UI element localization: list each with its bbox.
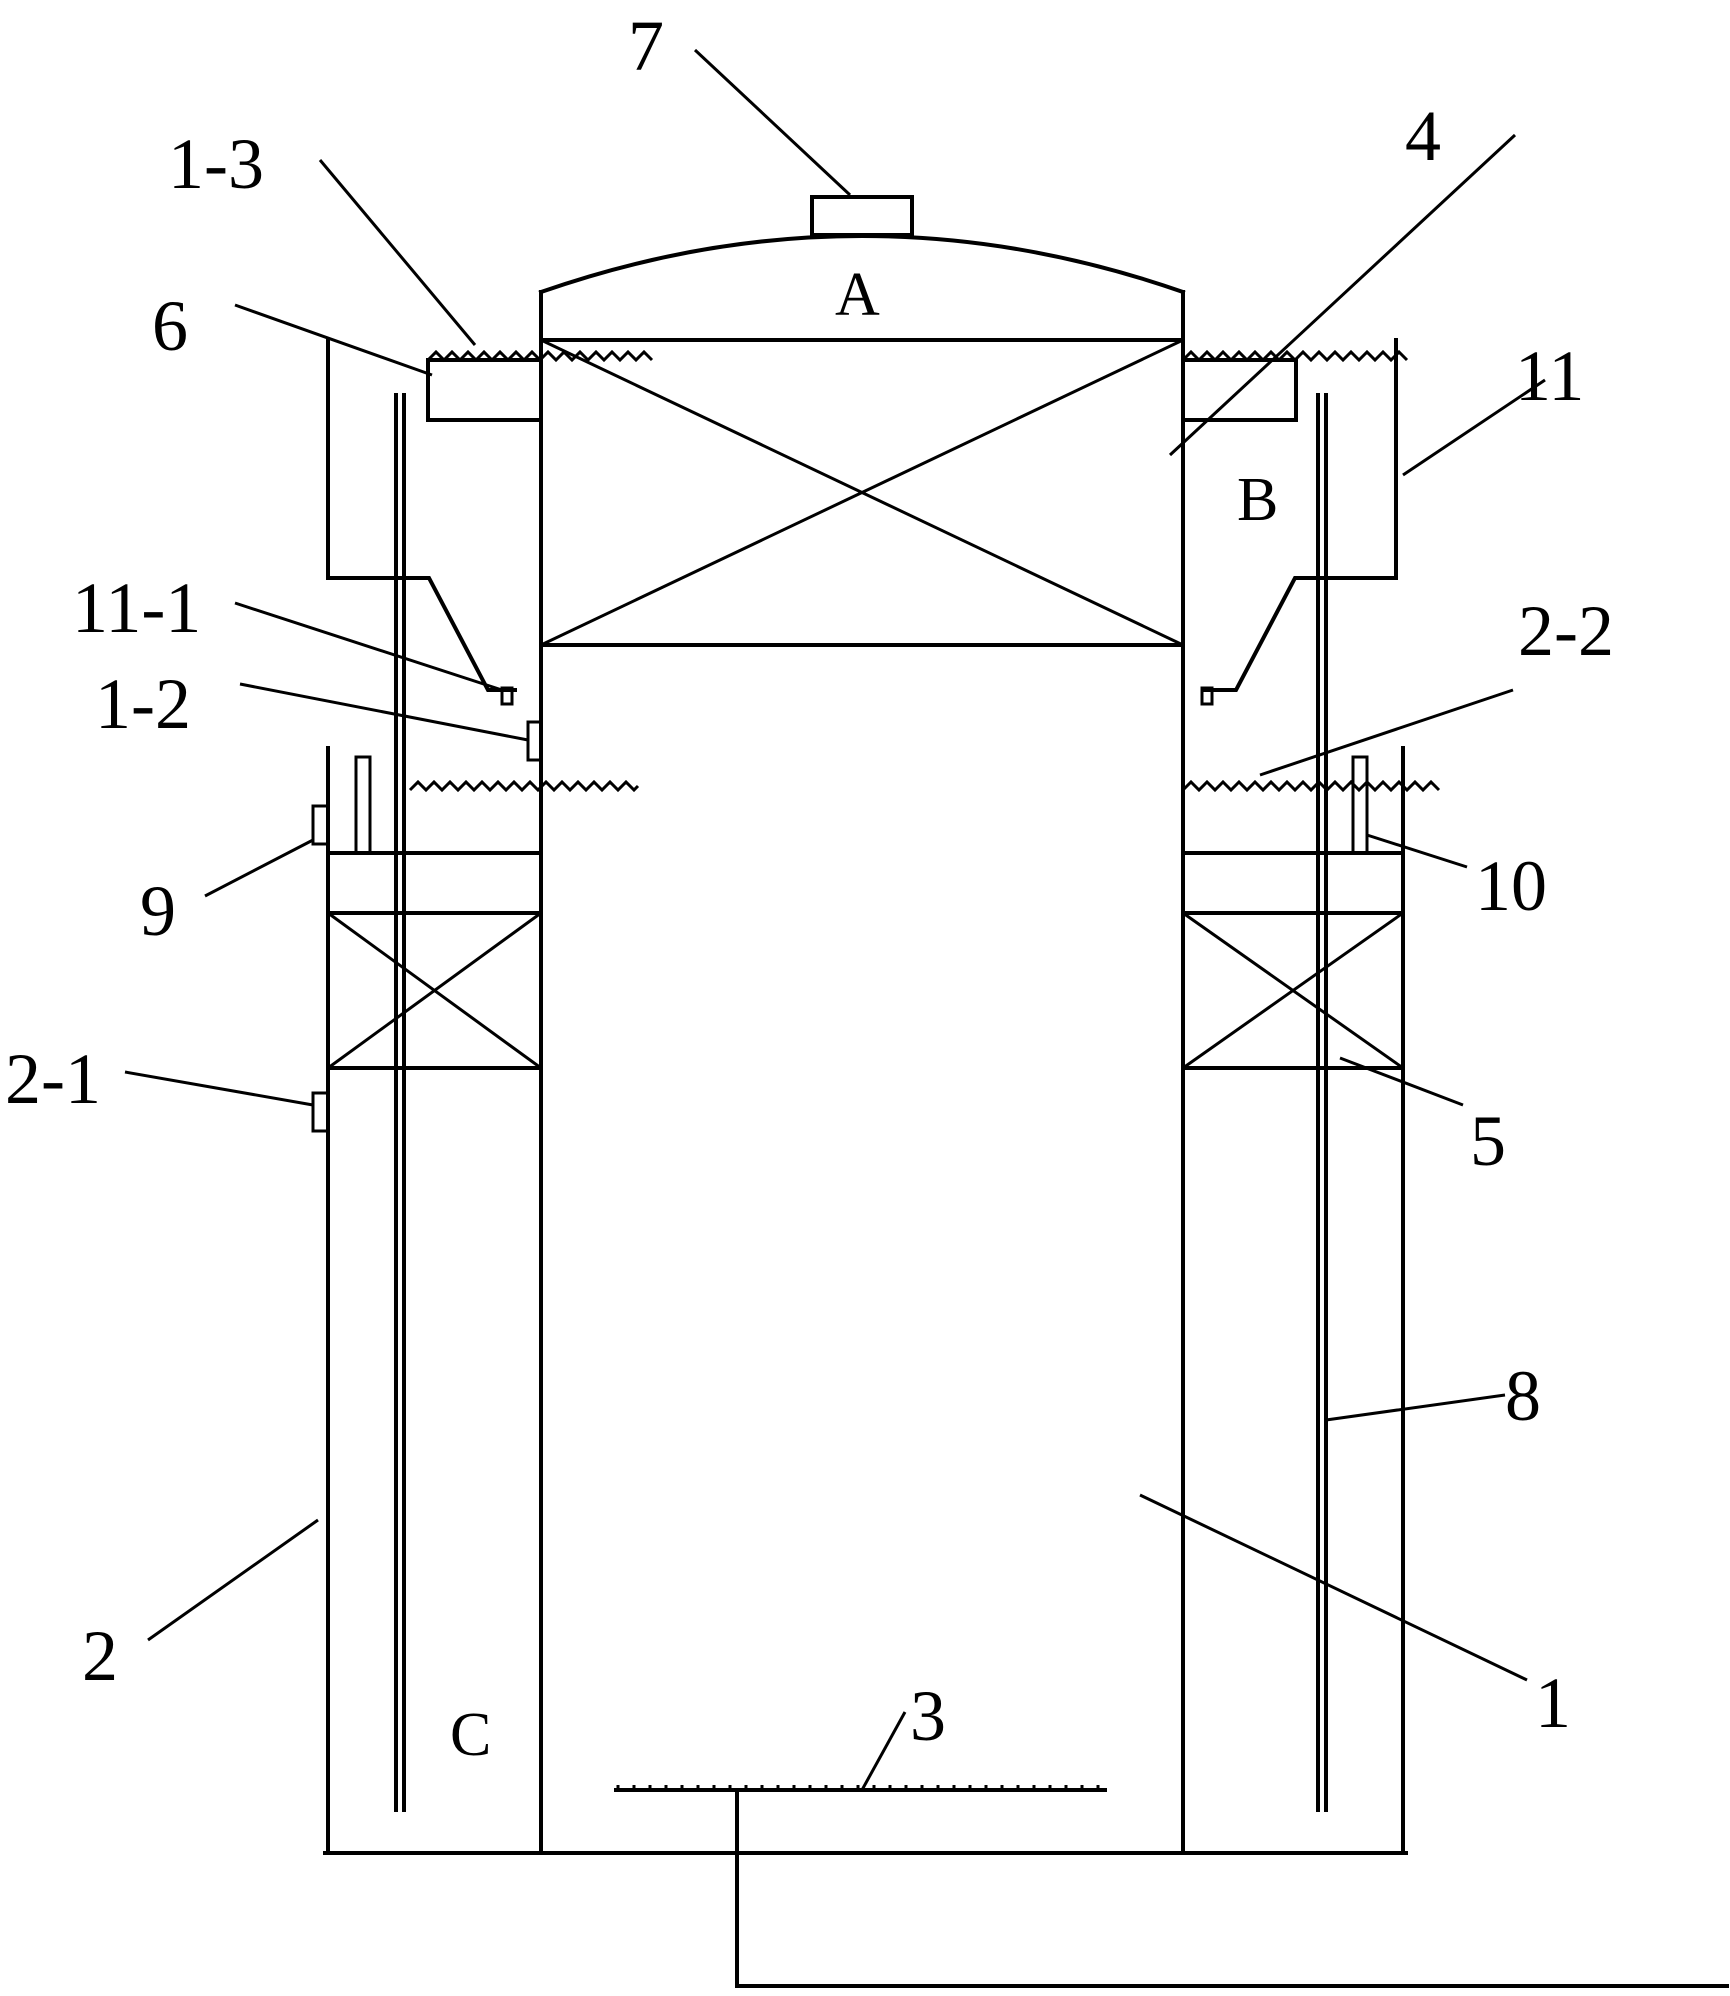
- label-3: 3: [910, 1676, 946, 1756]
- weir-box-right: [1181, 358, 1298, 422]
- leader-lines: [124, 48, 1546, 1791]
- nozzle-9: [311, 804, 330, 846]
- nozzle-1-2: [526, 720, 543, 762]
- label-11: 11: [1515, 336, 1584, 416]
- label-9: 9: [140, 871, 176, 951]
- zone-labels: A B C: [450, 261, 1278, 1769]
- label-1-3: 1-3: [168, 124, 264, 204]
- zone-c: C: [450, 1701, 491, 1769]
- outer-vessel: [323, 746, 1408, 1855]
- label-7: 7: [628, 6, 664, 86]
- top-port: [810, 195, 914, 237]
- upper-packing: [539, 338, 1185, 647]
- label-2-1: 2-1: [5, 1039, 101, 1119]
- label-11-1: 11-1: [72, 568, 201, 648]
- label-1: 1: [1535, 1663, 1571, 1743]
- nozzle-11-1-left: [500, 686, 514, 706]
- bottom-distributor: [614, 1785, 1729, 1988]
- nozzle-11-1-right: [1200, 686, 1214, 706]
- dip-tube-right: [1316, 393, 1328, 1812]
- nozzle-2-1: [311, 1091, 330, 1133]
- central-vessel: [538, 234, 1186, 1855]
- lower-weir-left: [408, 779, 640, 793]
- label-10: 10: [1475, 846, 1547, 926]
- dip-tube-left: [394, 393, 406, 1812]
- label-2: 2: [82, 1616, 118, 1696]
- reference-labels: 7 4 1-3 6 11 11-1 1-2 2-2 9 10 2-1 5 8 2…: [5, 6, 1614, 1756]
- label-4: 4: [1405, 96, 1441, 176]
- label-5: 5: [1470, 1101, 1506, 1181]
- upper-weir-left: [426, 349, 654, 363]
- lower-packing-right: [1181, 851, 1405, 1070]
- baffle-right: [1351, 755, 1369, 855]
- lower-weir-right: [1181, 779, 1441, 793]
- label-6: 6: [152, 286, 188, 366]
- zone-a: A: [835, 261, 880, 329]
- baffle-left: [354, 755, 372, 855]
- weir-box-left: [426, 358, 543, 422]
- zone-b: B: [1237, 466, 1278, 534]
- label-2-2: 2-2: [1518, 591, 1614, 671]
- label-1-2: 1-2: [95, 664, 191, 744]
- lower-packing-left: [326, 851, 543, 1070]
- collecting-trough: [326, 338, 1398, 692]
- label-8: 8: [1505, 1356, 1541, 1436]
- upper-weir-right: [1181, 349, 1409, 363]
